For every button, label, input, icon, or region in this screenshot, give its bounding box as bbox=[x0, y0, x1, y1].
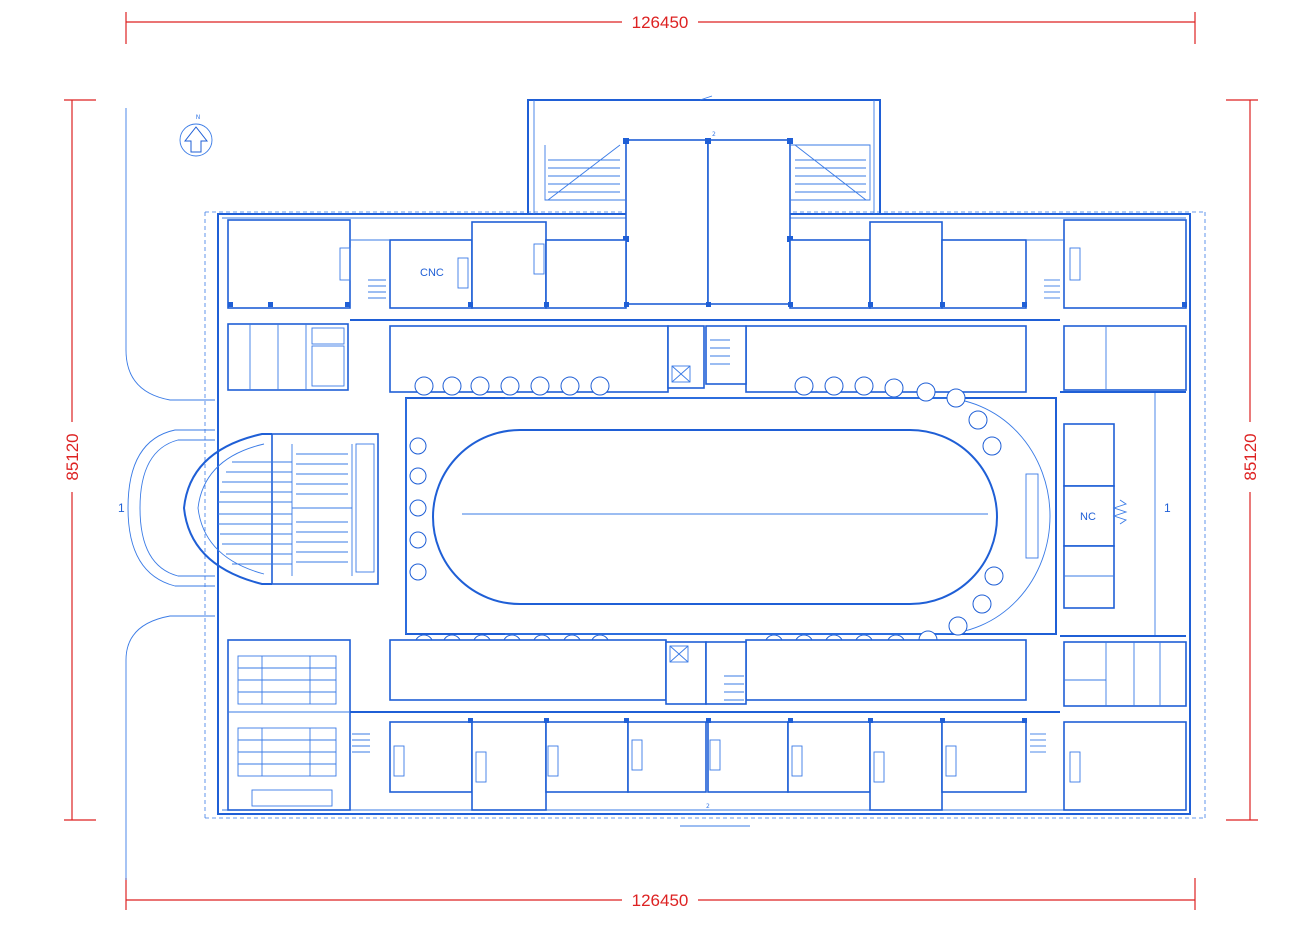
tree-icon bbox=[409, 563, 427, 581]
tree-icon bbox=[409, 499, 427, 517]
auditorium: 1 bbox=[118, 433, 379, 585]
stair-icon bbox=[710, 339, 730, 365]
bottom-corridor bbox=[350, 639, 1060, 713]
stair-icon bbox=[547, 144, 621, 201]
courtyard bbox=[405, 397, 1057, 635]
stair-icon bbox=[1044, 279, 1060, 299]
dimension-right: 85120 bbox=[1226, 99, 1260, 821]
tree-icon bbox=[409, 467, 427, 485]
right-restroom-block bbox=[1063, 641, 1187, 707]
dimension-bottom-label: 126450 bbox=[632, 891, 689, 910]
stair-icon bbox=[724, 675, 744, 701]
dimension-left-label: 85120 bbox=[63, 433, 82, 480]
seating-rows bbox=[218, 453, 348, 565]
tree-icon bbox=[409, 437, 427, 455]
tree-icon bbox=[409, 531, 427, 549]
left-restroom-block bbox=[227, 323, 349, 391]
column-icon bbox=[228, 302, 1187, 723]
north-label: N bbox=[196, 114, 201, 121]
tree-icon bbox=[414, 376, 434, 396]
tree-icon bbox=[794, 376, 814, 396]
stair-icon bbox=[352, 733, 370, 753]
room-cnc: CNC bbox=[420, 267, 444, 279]
stair-icon bbox=[1030, 733, 1046, 753]
dimension-right-label: 85120 bbox=[1241, 433, 1260, 480]
tree-icon bbox=[590, 376, 610, 396]
axis-top-mark: 2 bbox=[712, 131, 716, 138]
tree-icon bbox=[968, 410, 988, 430]
dimension-top: 126450 bbox=[125, 12, 1196, 44]
tree-icon bbox=[984, 566, 1004, 586]
tree-icon bbox=[972, 594, 992, 614]
tree-icon bbox=[442, 376, 462, 396]
tree-icon bbox=[982, 436, 1002, 456]
stair-icon bbox=[368, 279, 386, 299]
tree-icon bbox=[916, 382, 936, 402]
dimension-left: 85120 bbox=[62, 99, 96, 821]
room-nc: NC bbox=[1080, 511, 1096, 523]
tree-icon bbox=[560, 376, 580, 396]
axis-bottom-mark: 2 bbox=[706, 803, 710, 810]
bottom-room-row: 2 bbox=[389, 721, 1187, 827]
tree-icon bbox=[948, 616, 968, 636]
tree-icon bbox=[854, 376, 874, 396]
stair-icon bbox=[794, 144, 867, 201]
axis-right-mark: 1 bbox=[1164, 501, 1171, 515]
tree-icon bbox=[824, 376, 844, 396]
top-corridor bbox=[350, 319, 1060, 393]
trees bbox=[409, 376, 1004, 654]
dimension-top-label: 126450 bbox=[632, 13, 689, 32]
tree-icon bbox=[470, 376, 490, 396]
right-block: NC 1 bbox=[1060, 325, 1187, 637]
axis-left-mark: 1 bbox=[118, 501, 125, 515]
tree-icon bbox=[946, 388, 966, 408]
tree-icon bbox=[530, 376, 550, 396]
lower-left-halls bbox=[227, 639, 351, 811]
dimension-bottom: 126450 bbox=[125, 878, 1196, 910]
north-arrow-icon: N bbox=[179, 114, 213, 157]
top-room-row: CNC bbox=[227, 219, 1187, 309]
north-wing: 2 bbox=[527, 95, 881, 305]
tree-icon bbox=[500, 376, 520, 396]
tree-icon bbox=[884, 378, 904, 398]
